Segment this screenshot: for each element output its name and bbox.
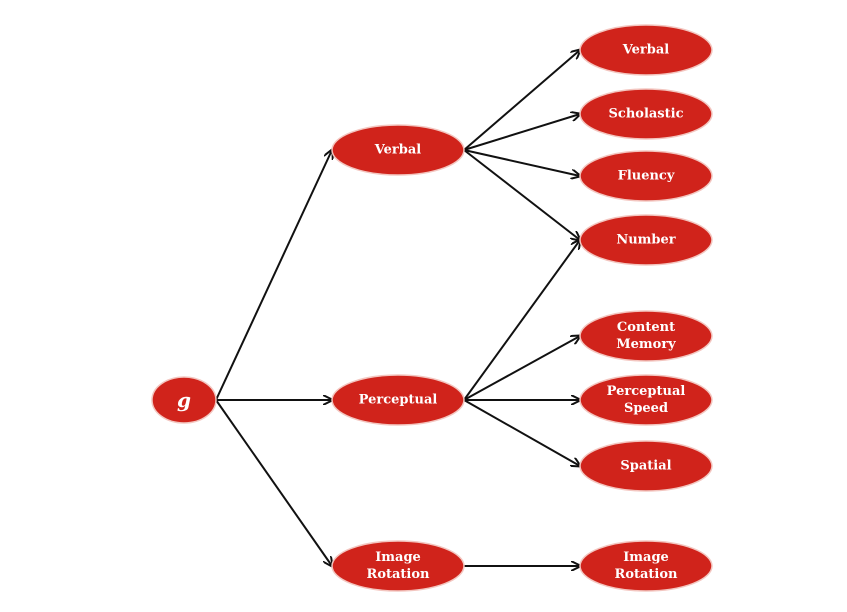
node-number-shape [579, 214, 713, 266]
node-fluency-shape [579, 150, 713, 202]
node-verbal-right-shape [579, 24, 713, 76]
node-verbal-right: Verbal [579, 24, 713, 76]
node-spatial-shape [579, 440, 713, 492]
node-scholastic-label: Scholastic [609, 107, 684, 122]
node-number-label: Number [616, 233, 675, 248]
node-perceptual-mid-shape [331, 374, 465, 426]
node-fluency-label: Fluency [618, 169, 675, 184]
nodes-layer: gVerbalPerceptualImageRotationVerbalScho… [151, 24, 713, 592]
node-perceptual-mid-label: Perceptual [359, 393, 438, 408]
node-spatial: Spatial [579, 440, 713, 492]
node-perceptual-speed-label: Perceptual [607, 384, 686, 399]
node-image-rotation-right-label: Image [623, 550, 669, 565]
node-image-rotation-mid-shape [331, 540, 465, 592]
node-image-rotation-mid-label: Rotation [367, 567, 431, 582]
node-g-shape [151, 376, 217, 424]
node-verbal-right-label: Verbal [622, 43, 670, 58]
edge-verbal-mid-to-fluency [463, 149, 580, 176]
node-content-memory-label: Memory [616, 337, 676, 352]
node-verbal-mid: Verbal [331, 124, 465, 176]
edge-g-to-image-rotation-mid [215, 399, 332, 566]
node-verbal-mid-shape [331, 124, 465, 176]
edge-verbal-mid-to-scholastic [463, 114, 580, 151]
node-perceptual-speed-label: Speed [624, 401, 668, 416]
edge-verbal-mid-to-verbal-right [463, 50, 580, 151]
edges-layer [215, 50, 580, 566]
node-scholastic-shape [579, 88, 713, 140]
edge-g-to-verbal-mid [215, 150, 332, 401]
node-g: g [151, 376, 217, 424]
node-spatial-label: Spatial [620, 459, 671, 474]
node-perceptual-mid: Perceptual [331, 374, 465, 426]
edge-perceptual-mid-to-content-memory [463, 336, 580, 401]
node-image-rotation-right-label: Rotation [615, 567, 679, 582]
node-content-memory-shape [579, 310, 713, 362]
edge-verbal-mid-to-number [463, 149, 580, 240]
node-fluency: Fluency [579, 150, 713, 202]
node-content-memory-label: Content [617, 320, 675, 335]
node-number: Number [579, 214, 713, 266]
node-scholastic: Scholastic [579, 88, 713, 140]
node-g-label: g [177, 388, 191, 412]
node-perceptual-speed-shape [579, 374, 713, 426]
node-verbal-mid-label: Verbal [374, 143, 422, 158]
node-image-rotation-mid-label: Image [375, 550, 421, 565]
edge-perceptual-mid-to-number [463, 240, 580, 401]
edge-perceptual-mid-to-spatial [463, 399, 580, 466]
node-image-rotation-right-shape [579, 540, 713, 592]
